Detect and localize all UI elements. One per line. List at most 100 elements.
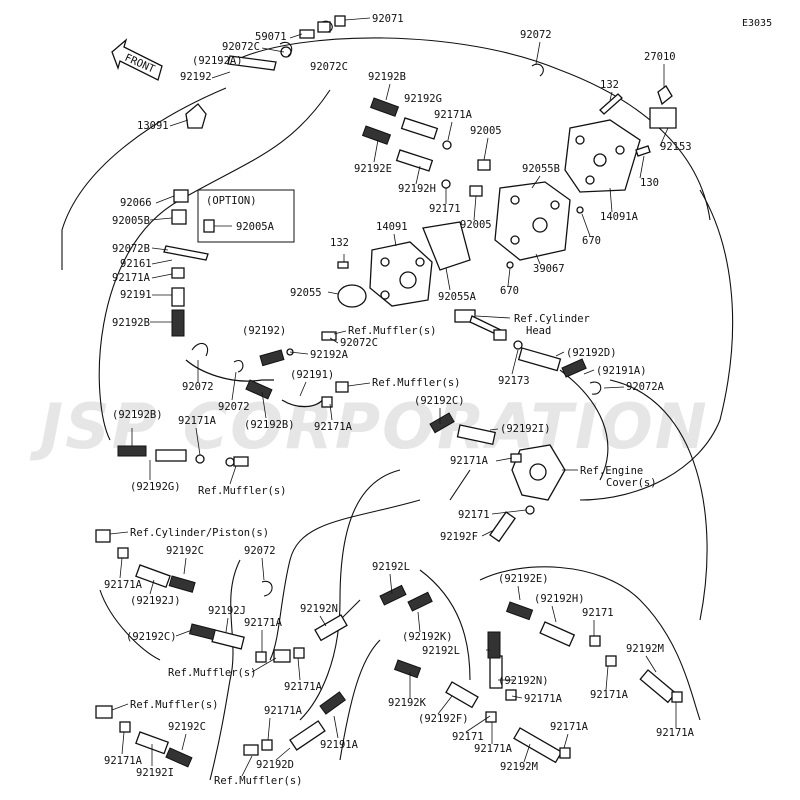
label-92171a-4: 92171A xyxy=(178,415,217,427)
label-92072-4: 92072 xyxy=(244,545,276,557)
label-92171a-3: 92171A xyxy=(314,421,353,433)
label-92192h-paren: (92192H) xyxy=(534,593,585,605)
label-92071: 92071 xyxy=(372,13,404,25)
small-fittings xyxy=(95,15,683,759)
engine-cover-valve xyxy=(511,444,566,501)
label-ref-muffler-3: Ref.Muffler(s) xyxy=(198,485,287,497)
label-59071: 59071 xyxy=(255,31,287,43)
label-92173: 92173 xyxy=(498,375,530,387)
label-92192b-2: 92192B xyxy=(112,317,150,329)
label-92192j-paren: (92192J) xyxy=(130,595,181,607)
label-92171a-15: 92171A xyxy=(104,755,143,767)
label-92192-paren: (92192) xyxy=(242,325,286,337)
label-head: Head xyxy=(526,325,551,337)
label-92192c-paren-2: (92192C) xyxy=(126,631,177,643)
label-27010: 27010 xyxy=(644,51,676,63)
label-92171a: 92171A xyxy=(434,109,473,121)
label-92192k-paren: (92192K) xyxy=(402,631,453,643)
hose-routing-lines xyxy=(61,37,734,781)
label-covers: Cover(s) xyxy=(606,477,657,489)
hose-pieces xyxy=(135,55,677,764)
label-92171a-13: 92171A xyxy=(474,743,513,755)
label-ref-muffler-6: Ref.Muffler(s) xyxy=(214,775,303,787)
label-92191a: 92191A xyxy=(320,739,359,751)
label-92171a-10: 92171A xyxy=(590,689,629,701)
label-92066: 92066 xyxy=(120,197,152,209)
label-670: 670 xyxy=(582,235,601,247)
label-ref-cylinder: Ref.Cylinder xyxy=(514,313,590,325)
label-92171: 92171 xyxy=(429,203,461,215)
label-92192k: 92192K xyxy=(388,697,427,709)
label-92192g: 92192G xyxy=(404,93,442,105)
label-92005: 92005 xyxy=(470,125,502,137)
label-ref-cylinder-piston: Ref.Cylinder/Piston(s) xyxy=(130,527,269,539)
label-92171a-9: 92171A xyxy=(524,693,563,705)
label-92171a-2: 92171A xyxy=(112,272,151,284)
label-92192l: 92192L xyxy=(372,561,410,573)
label-92072-3: 92072 xyxy=(218,401,250,413)
label-92192d: 92192D xyxy=(256,759,294,771)
label-92192e-paren: (92192E) xyxy=(498,573,549,585)
label-92072c: 92072C xyxy=(222,41,260,53)
label-92192a-paren: (92192A) xyxy=(192,55,243,67)
label-92192i: 92192I xyxy=(136,767,174,779)
label-92171a-6: 92171A xyxy=(104,579,143,591)
label-92192b-paren-2: (92192B) xyxy=(112,409,163,421)
label-92055: 92055 xyxy=(290,287,322,299)
label-92072-2: 92072 xyxy=(182,381,214,393)
label-92191-paren: (92191) xyxy=(290,369,334,381)
label-92072c-3: 92072C xyxy=(340,337,378,349)
label-92171-3: 92171 xyxy=(582,607,614,619)
label-92192i-paren: (92192I) xyxy=(500,423,551,435)
label-ref-engine: Ref.Engine xyxy=(580,465,643,477)
valve-body-92055B xyxy=(494,181,571,261)
label-92192b-paren: (92192B) xyxy=(244,419,295,431)
label-92005a: 92005A xyxy=(236,221,275,233)
label-92192c-paren: (92192C) xyxy=(414,395,465,407)
label-92191a-paren: (92191A) xyxy=(596,365,647,377)
part-labels: 59071 92071 92072C 92072C (92192A) 92192… xyxy=(104,13,695,787)
label-92171-2: 92171 xyxy=(458,509,490,521)
label-92153: 92153 xyxy=(660,141,692,153)
label-92192m: 92192M xyxy=(626,643,664,655)
label-39067: 39067 xyxy=(533,263,565,275)
label-ref-muffler-1: Ref.Muffler(s) xyxy=(348,325,437,337)
label-670-2: 670 xyxy=(500,285,519,297)
front-arrow-icon: FRONT xyxy=(111,38,163,81)
label-92192: 92192 xyxy=(180,71,212,83)
label-14091: 14091 xyxy=(376,221,408,233)
label-ref-muffler-5: Ref.Muffler(s) xyxy=(130,699,219,711)
label-92192a: 92192A xyxy=(310,349,349,361)
label-92192n: 92192N xyxy=(300,603,338,615)
label-92171-4: 92171 xyxy=(452,731,484,743)
label-130: 130 xyxy=(640,177,659,189)
label-92192h: 92192H xyxy=(398,183,436,195)
label-92192n-paren: (92192N) xyxy=(498,675,549,687)
diagram-code: E3035 xyxy=(742,18,772,29)
label-92171a-8: 92171A xyxy=(284,681,323,693)
gasket-14091 xyxy=(422,221,471,271)
label-92055a: 92055A xyxy=(438,291,477,303)
label-92072a: 92072A xyxy=(626,381,665,393)
label-92192l-2: 92192L xyxy=(422,645,460,657)
label-92192c: 92192C xyxy=(166,545,204,557)
label-13091: 13091 xyxy=(137,120,169,132)
label-92192c-2: 92192C xyxy=(168,721,206,733)
leader-lines xyxy=(109,17,677,777)
label-92192m-2: 92192M xyxy=(500,761,538,773)
label-92055b: 92055B xyxy=(522,163,560,175)
option-box xyxy=(197,189,295,243)
o-ring-92055 xyxy=(337,284,367,308)
housing-14091 xyxy=(369,241,433,307)
label-92192b: 92192B xyxy=(368,71,406,83)
label-132-2: 132 xyxy=(330,237,349,249)
label-92192f: 92192F xyxy=(440,531,478,543)
label-14091a: 14091A xyxy=(600,211,639,223)
spring-clamps xyxy=(117,97,587,768)
label-92072b: 92072B xyxy=(112,243,150,255)
label-ref-muffler-4: Ref.Muffler(s) xyxy=(168,667,257,679)
label-92171a-14: 92171A xyxy=(550,721,589,733)
label-92192g-paren: (92192G) xyxy=(130,481,181,493)
